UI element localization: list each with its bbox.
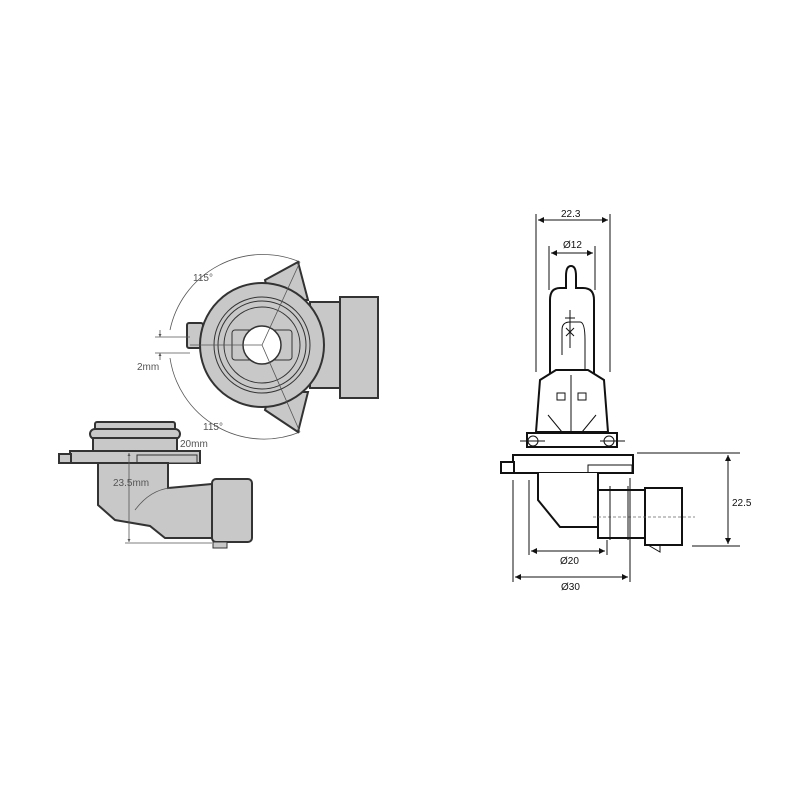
gap-label: 2mm	[137, 362, 159, 373]
flange	[512, 454, 634, 474]
height-label: 23.5mm	[113, 478, 149, 489]
side-view: 23.5mm 20mm	[58, 421, 253, 549]
connector-head	[211, 478, 253, 543]
body	[97, 462, 213, 539]
angle-lower-label: 115°	[203, 422, 223, 433]
connector-head	[339, 296, 379, 399]
diameter-label: 20mm	[180, 439, 208, 450]
top-view: 115° 115° 2mm	[137, 254, 379, 440]
connector	[597, 489, 646, 539]
filament	[561, 321, 586, 375]
angle-arc	[169, 254, 301, 440]
body-diameter-label: Ø20	[560, 556, 579, 567]
front-view: 22.3 Ø12 22.5 Ø20 Ø30	[500, 209, 752, 593]
height-label: 22.5	[732, 498, 752, 509]
angle-upper-label: 115°	[193, 273, 213, 284]
flange-diameter-label: Ø30	[561, 582, 580, 593]
width-top-label: 22.3	[561, 209, 581, 220]
collar	[526, 432, 618, 448]
connector-head	[644, 487, 683, 546]
base-socket	[534, 369, 610, 433]
body	[537, 473, 599, 528]
glass-diameter-label: Ø12	[563, 240, 582, 251]
